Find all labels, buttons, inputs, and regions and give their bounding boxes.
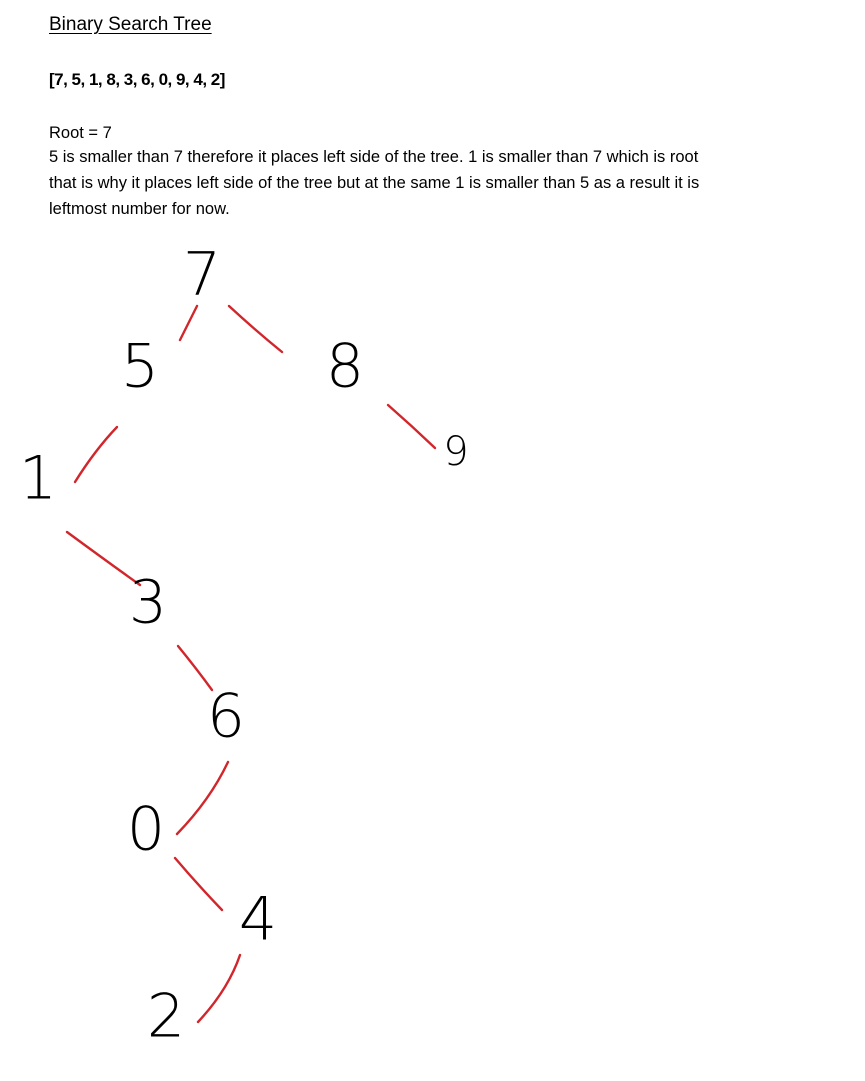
tree-edge-5-1 [73, 425, 119, 484]
tree-edge-1-3 [65, 530, 142, 587]
tree-node-7: 7 [183, 240, 221, 310]
explanation-line: 5 is smaller than 7 therefore it places … [49, 148, 699, 166]
tree-node-2: 2 [147, 982, 185, 1052]
tree-nodes: 75 8 9 1 360 42 [19, 240, 469, 1052]
tree-edge-4-2 [196, 953, 242, 1024]
tree-node-3: 3 [129, 568, 167, 638]
document-title: Binary Search Tree [49, 14, 212, 35]
tree-edge-6-0 [175, 760, 230, 836]
root-statement: Root = 7 [49, 124, 112, 142]
explanation-line: that is why it places left side of the t… [49, 174, 700, 192]
tree-node-0: 0 [127, 795, 165, 865]
tree-edge-3-6 [176, 644, 214, 692]
tree-edge-7-8 [227, 304, 284, 354]
tree-node-4: 4 [239, 885, 277, 955]
tree-edge-7-5 [178, 304, 199, 342]
tree-node-1: 1 [19, 444, 57, 514]
tree-edge-8-9 [386, 403, 437, 450]
tree-node-5: 5 [121, 332, 159, 402]
tree-node-9: 9 [443, 429, 468, 475]
input-array: [7, 5, 1, 8, 3, 6, 0, 9, 4, 2] [49, 70, 225, 89]
tree-edge-0-4 [173, 856, 224, 912]
explanation-line: leftmost number for now. [49, 200, 230, 218]
tree-node-8: 8 [326, 332, 364, 402]
tree-node-6: 6 [207, 682, 245, 752]
tree-edges [65, 304, 437, 1024]
